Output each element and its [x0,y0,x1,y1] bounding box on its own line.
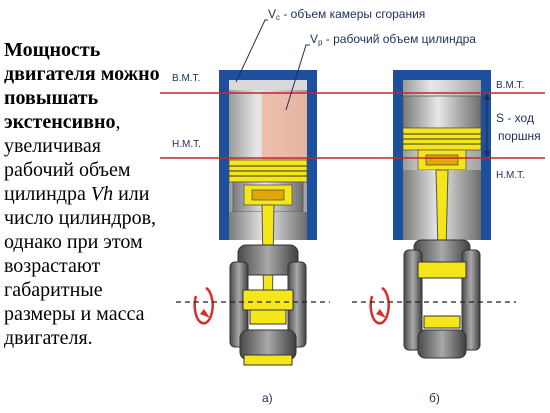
working-volume-a [262,92,307,160]
stroke-label-line2: поршня [498,129,541,143]
description-text: Мощность двигателя можно повышать экстен… [4,38,172,350]
description-comma: , [115,111,121,133]
stroke-label-line1: S - ход [496,111,534,125]
vh-symbol: Vh [90,183,114,205]
piston-a [228,159,308,213]
vp-leader [285,44,310,111]
engine-b [352,70,516,359]
connecting-rod-b [435,169,449,251]
vp-label: Vр - рабочий объем цилиндра [310,32,476,47]
bdc-label-right: Н.М.Т. [496,170,525,181]
stroke-arrow-icon [484,93,490,158]
crankshaft-b [403,239,481,359]
crankshaft-a [229,244,307,366]
tdc-label-left: В.М.Т. [172,73,200,84]
rotation-arrow-b-icon [369,286,390,325]
description-part-1: увеличивая рабочий объем цилиндра [4,135,131,205]
bdc-label-left: Н.М.Т. [172,139,201,150]
piston-b [402,95,482,171]
vc-leader [235,19,268,83]
vc-label: Vc - объем камеры сгорания [268,7,425,22]
rotation-arrow-a-icon [193,286,214,325]
figure-label-a: а) [262,391,273,405]
description-bold: Мощность двигателя можно повышать экстен… [4,39,160,133]
tdc-label-right: В.М.Т. [496,80,524,91]
description-part-2: или число цилиндров, однако при этом воз… [4,183,157,349]
figure-label-b: б) [429,391,440,405]
engine-a [176,70,330,366]
combustion-chamber-a [229,80,307,90]
